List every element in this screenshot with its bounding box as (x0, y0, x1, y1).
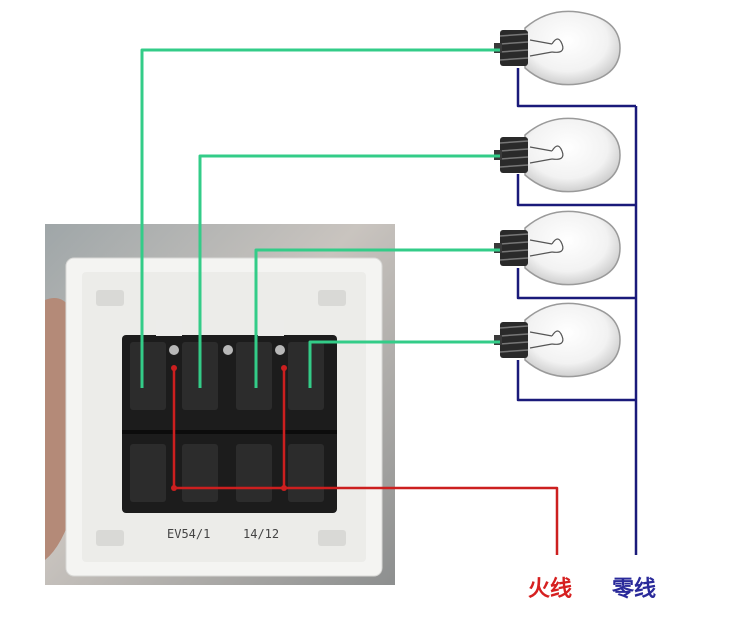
bulb-1 (494, 10, 621, 86)
switch-photo: EV54/1 14/12 (45, 224, 395, 585)
neutral-wire-4 (516, 360, 636, 402)
bulb-glass (524, 10, 621, 86)
neutral-wire-3 (516, 268, 636, 300)
bulbs (494, 10, 621, 378)
neutral-wires (516, 68, 638, 555)
bulb-filament (551, 145, 564, 160)
bulb-glass (524, 117, 621, 193)
bulb-base (500, 137, 528, 173)
bulb-glass (524, 210, 621, 286)
bulb-4 (494, 302, 621, 378)
neutral-wire-1 (516, 68, 636, 108)
switch-model-text: EV54/1 (167, 527, 210, 541)
bulb-3 (494, 210, 621, 286)
bulb-base (500, 30, 528, 66)
bulb-2 (494, 117, 621, 193)
switched-wire-1 (140, 48, 500, 388)
switch-rating-text: 14/12 (243, 527, 279, 541)
live-wire (171, 365, 559, 555)
bulb-base (500, 230, 528, 266)
neutral-wire-2 (516, 174, 636, 207)
live-wire-main (174, 486, 559, 555)
bulb-filament (551, 238, 564, 253)
switched-wire-2 (198, 154, 500, 388)
bulb-filament (551, 38, 564, 53)
switch-body (122, 320, 337, 513)
bulb-filament (551, 330, 564, 345)
switched-wire-4 (308, 340, 500, 388)
live-wire-label: 火线 (528, 576, 572, 602)
bulb-base (500, 322, 528, 358)
bulb-glass (524, 302, 621, 378)
switched-wires (140, 48, 500, 388)
switched-wire-3 (254, 248, 500, 388)
neutral-wire-label: 零线 (611, 576, 656, 602)
